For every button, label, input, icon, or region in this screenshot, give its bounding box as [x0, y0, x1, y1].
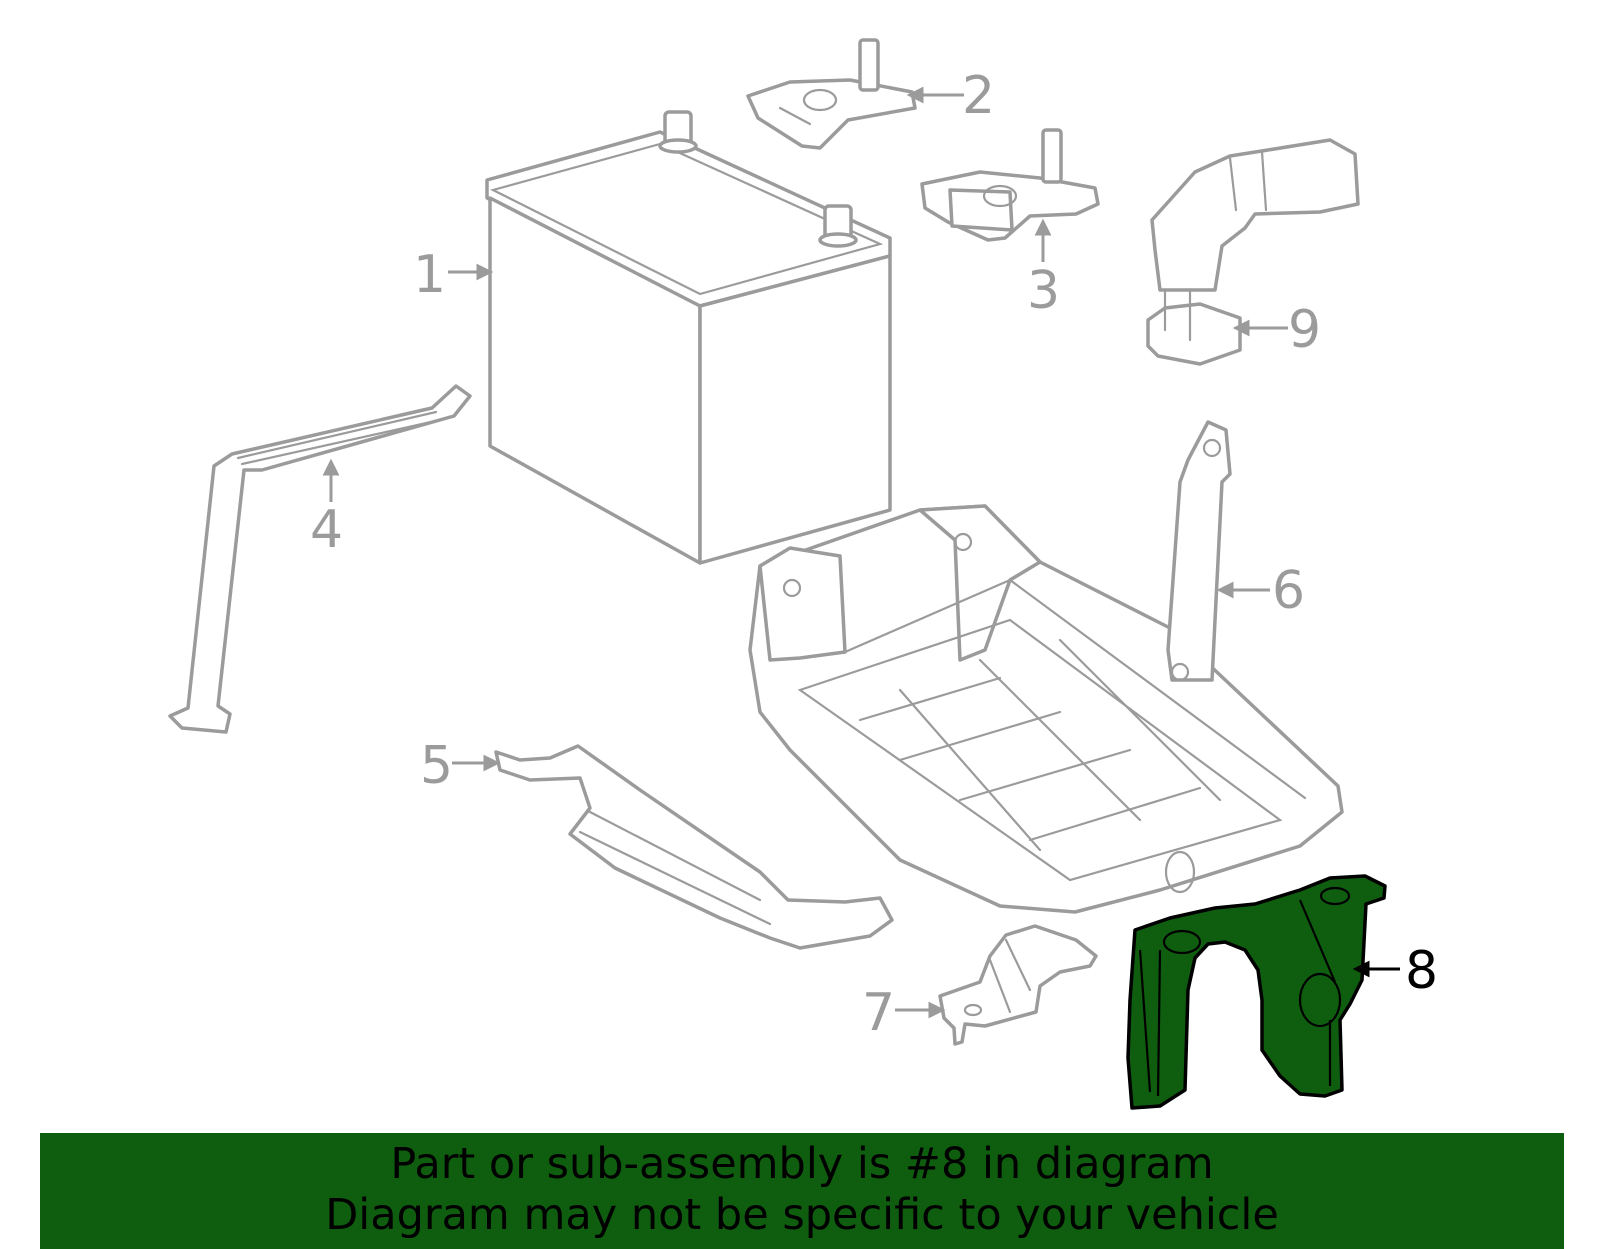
part-3-terminal[interactable] — [920, 128, 1100, 242]
banner-line-2: Diagram may not be specific to your vehi… — [325, 1190, 1279, 1240]
callout-1: 1 — [413, 245, 446, 305]
callout-numbers: 1 2 3 4 5 6 7 8 9 — [310, 66, 1438, 1043]
parts-diagram: 1 2 3 4 5 6 7 8 9 — [168, 38, 1438, 1110]
callout-7: 7 — [862, 983, 895, 1043]
callout-9: 9 — [1288, 300, 1321, 360]
part-7-bracket[interactable] — [938, 924, 1098, 1046]
callout-4: 4 — [310, 500, 343, 560]
part-4-hold-down[interactable] — [168, 384, 472, 734]
callout-5: 5 — [420, 736, 453, 796]
callout-2: 2 — [962, 66, 995, 126]
callout-3: 3 — [1027, 261, 1060, 321]
part-6-tray[interactable] — [748, 420, 1344, 914]
info-banner: Part or sub-assembly is #8 in diagram Di… — [40, 1133, 1564, 1249]
part-5-bracket[interactable] — [494, 744, 894, 950]
callout-arrows — [322, 86, 1400, 1019]
banner-line-1: Part or sub-assembly is #8 in diagram — [390, 1139, 1214, 1189]
part-1-battery[interactable] — [485, 110, 892, 565]
part-9-cover[interactable] — [1146, 138, 1360, 366]
part-8-bracket-highlighted[interactable] — [1126, 874, 1387, 1110]
part-2-terminal[interactable] — [746, 38, 917, 150]
callout-8: 8 — [1405, 941, 1438, 1001]
callout-6: 6 — [1272, 561, 1305, 621]
